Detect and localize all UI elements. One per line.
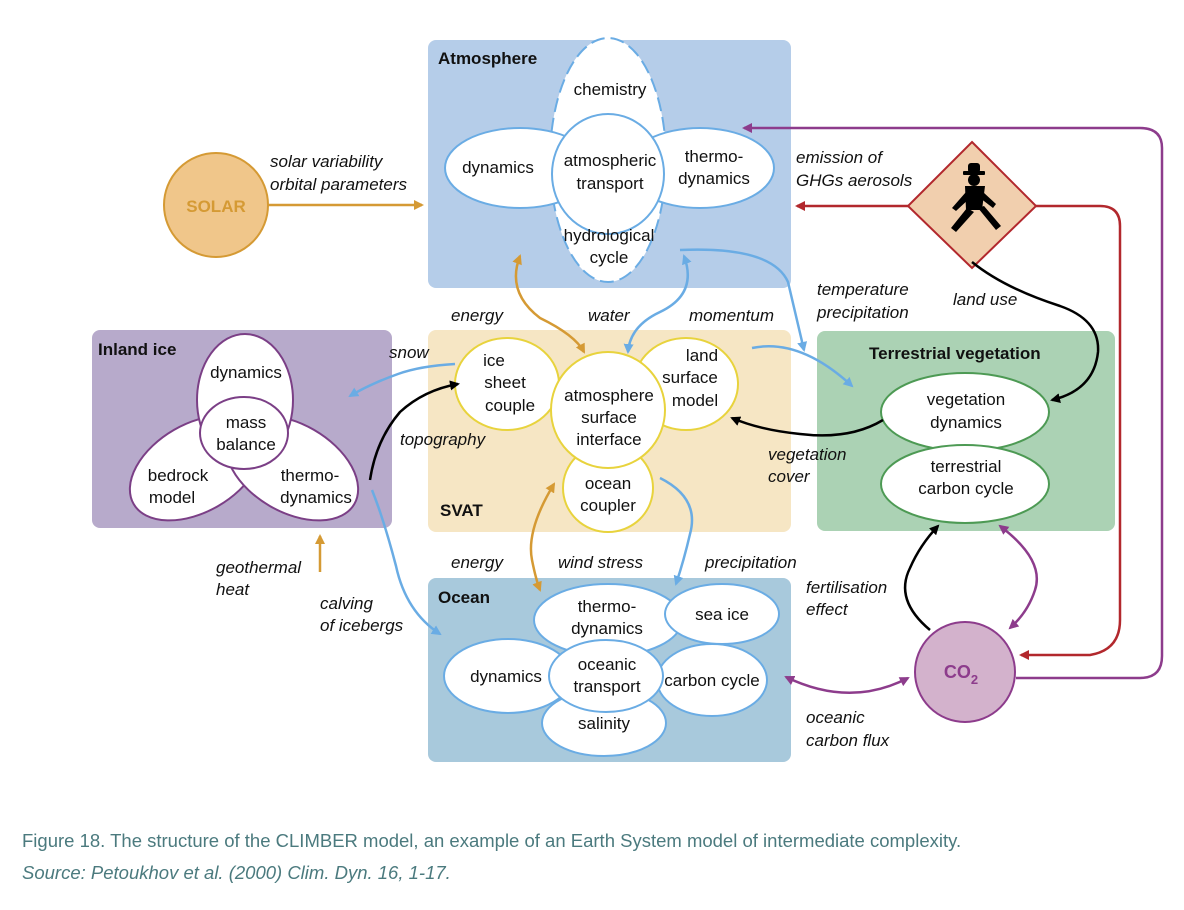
ocean-coupler-label-1: ocean — [585, 474, 631, 493]
bedrock-label-1: bedrock — [148, 466, 209, 485]
figure-caption: Figure 18. The structure of the CLIMBER … — [22, 830, 962, 851]
hydrological-label-1: hydrological — [564, 226, 655, 245]
vegetation-dynamics-ellipse — [880, 372, 1050, 452]
ocean-title: Ocean — [438, 588, 490, 607]
oceanic-carbon-flux-arrow — [784, 675, 910, 694]
atmosphere-thermo-label-1: thermo- — [685, 147, 744, 166]
ocean-carbon-cycle-label: carbon cycle — [664, 671, 759, 690]
terrestrial-carbon-cycle-ellipse — [880, 444, 1050, 524]
geothermal-label-1: geothermal — [216, 558, 302, 577]
fertilisation-arrow — [903, 524, 940, 631]
momentum-arrow — [679, 248, 808, 352]
co2-subscript: 2 — [971, 672, 978, 687]
momentum-label: momentum — [689, 306, 774, 325]
figure-source: Source: Petoukhov et al. (2000) Clim. Dy… — [22, 862, 451, 883]
interface-label-2: surface — [581, 408, 637, 427]
precipitation-label: precipitation — [704, 553, 797, 572]
oceanic-flux-label-2: carbon flux — [806, 731, 890, 750]
topography-arrow — [368, 380, 460, 481]
calving-arrow — [370, 489, 442, 636]
energy-top-label: energy — [451, 306, 504, 325]
energy-ocean-arrow — [529, 482, 556, 592]
temperature-label: temperature — [817, 280, 909, 299]
terrestrial-carbon-label-2: carbon cycle — [918, 479, 1013, 498]
walking-man-icon — [951, 163, 1001, 232]
co2-text: CO — [944, 662, 971, 682]
emission-label-1: emission of — [796, 148, 884, 167]
ice-dynamics-label: dynamics — [210, 363, 282, 382]
land-surface-label-1: land — [686, 346, 718, 365]
ice-thermo-label-2: dynamics — [280, 488, 352, 507]
ocean-thermo-label-2: dynamics — [571, 619, 643, 638]
ocean-thermo-label-1: thermo- — [578, 597, 637, 616]
terrestrial-carbon-label-1: terrestrial — [931, 457, 1002, 476]
interface-label-1: atmosphere — [564, 386, 654, 405]
precipitation-atm-label: precipitation — [816, 303, 909, 322]
land-surface-label-3: model — [672, 391, 718, 410]
vegetation-cover-label-1: vegetation — [768, 445, 846, 464]
orbital-parameters-label: orbital parameters — [270, 175, 408, 194]
oceanic-flux-label-1: oceanic — [806, 708, 865, 727]
water-label: water — [588, 306, 631, 325]
vegetation-label-2: dynamics — [930, 413, 1002, 432]
mass-balance-ellipse — [199, 396, 289, 470]
water-arrow — [623, 254, 692, 354]
atmosphere-thermo-label-2: dynamics — [678, 169, 750, 188]
ice-sheet-label-1: ice — [483, 351, 505, 370]
oceanic-transport-ellipse — [548, 639, 664, 713]
atmospheric-transport-label-2: transport — [576, 174, 643, 193]
geothermal-label-2: heat — [216, 580, 250, 599]
calving-label-1: calving — [320, 594, 373, 613]
co2-label: CO2 — [944, 662, 978, 687]
atmosphere-dynamics-label: dynamics — [462, 158, 534, 177]
land-use-arrow — [971, 261, 1100, 404]
oceanic-transport-label-1: oceanic — [578, 655, 637, 674]
vegetation-label-1: vegetation — [927, 390, 1005, 409]
topography-label: topography — [400, 430, 487, 449]
salinity-label: salinity — [578, 714, 630, 733]
vegetation-cover-arrow — [730, 416, 884, 437]
land-surface-label-2: surface — [662, 368, 718, 387]
snow-arrow — [348, 362, 456, 398]
hydrological-label-2: cycle — [590, 248, 629, 267]
fertilisation-label-2: effect — [806, 600, 849, 619]
mass-balance-label-1: mass — [226, 413, 267, 432]
bedrock-label-2: model — [149, 488, 195, 507]
ocean-coupler-label-2: coupler — [580, 496, 636, 515]
atmospheric-transport-label-1: atmospheric — [564, 151, 657, 170]
precipitation-arrow — [659, 476, 694, 586]
atmosphere-title: Atmosphere — [438, 49, 537, 68]
energy-atmosphere-arrow — [512, 254, 586, 354]
climber-diagram: Atmosphere chemistry dynamics atmospheri… — [92, 37, 1164, 762]
emission-label-2: GHGs aerosols — [796, 171, 913, 190]
svat-terrestrial-arrow — [751, 345, 854, 388]
ice-sheet-label-2: sheet — [484, 373, 526, 392]
land-use-label: land use — [953, 290, 1017, 309]
atmosphere-transport-ellipse — [551, 113, 665, 235]
atmosphere-surface-interface-ellipse — [550, 351, 666, 469]
ice-thermo-label-1: thermo- — [281, 466, 340, 485]
ice-sheet-label-3: couple — [485, 396, 535, 415]
energy-bottom-label: energy — [451, 553, 504, 572]
mass-balance-label-2: balance — [216, 435, 276, 454]
fertilisation-label-1: fertilisation — [806, 578, 887, 597]
chemistry-label: chemistry — [574, 80, 647, 99]
vegetation-cover-label-2: cover — [768, 467, 811, 486]
svat-title: SVAT — [440, 501, 483, 520]
human-co2-arrow — [1019, 204, 1122, 660]
solar-label: SOLAR — [186, 197, 246, 216]
snow-label: snow — [389, 343, 430, 362]
sea-ice-label: sea ice — [695, 605, 749, 624]
co2-node — [914, 621, 1016, 723]
inland-ice-title: Inland ice — [98, 340, 176, 359]
co2-atmosphere-arrow — [742, 123, 1164, 680]
terrestrial-title: Terrestrial vegetation — [869, 344, 1041, 363]
wind-stress-label: wind stress — [558, 553, 644, 572]
calving-label-2: of icebergs — [320, 616, 404, 635]
terrestrial-co2-arrow — [998, 524, 1039, 630]
oceanic-transport-label-2: transport — [573, 677, 640, 696]
solar-variability-label: solar variability — [270, 152, 384, 171]
ocean-dynamics-label: dynamics — [470, 667, 542, 686]
interface-label-3: interface — [576, 430, 641, 449]
